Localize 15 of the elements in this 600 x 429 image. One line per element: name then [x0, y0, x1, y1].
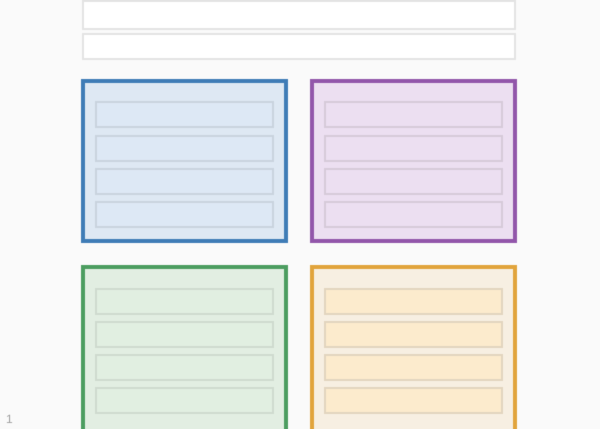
list-row: [324, 135, 503, 162]
list-row: [324, 354, 503, 381]
content-panel: [310, 79, 517, 243]
list-row: [324, 168, 503, 195]
page-number: 1: [6, 412, 13, 426]
placeholder-bar: [82, 0, 516, 30]
list-row: [324, 321, 503, 348]
list-row: [324, 288, 503, 315]
list-row: [324, 387, 503, 414]
content-panel: [81, 79, 288, 243]
list-row: [324, 201, 503, 228]
placeholder-bar: [82, 33, 516, 60]
content-panel: [81, 265, 288, 429]
content-panel: [310, 265, 517, 429]
list-row: [324, 101, 503, 128]
